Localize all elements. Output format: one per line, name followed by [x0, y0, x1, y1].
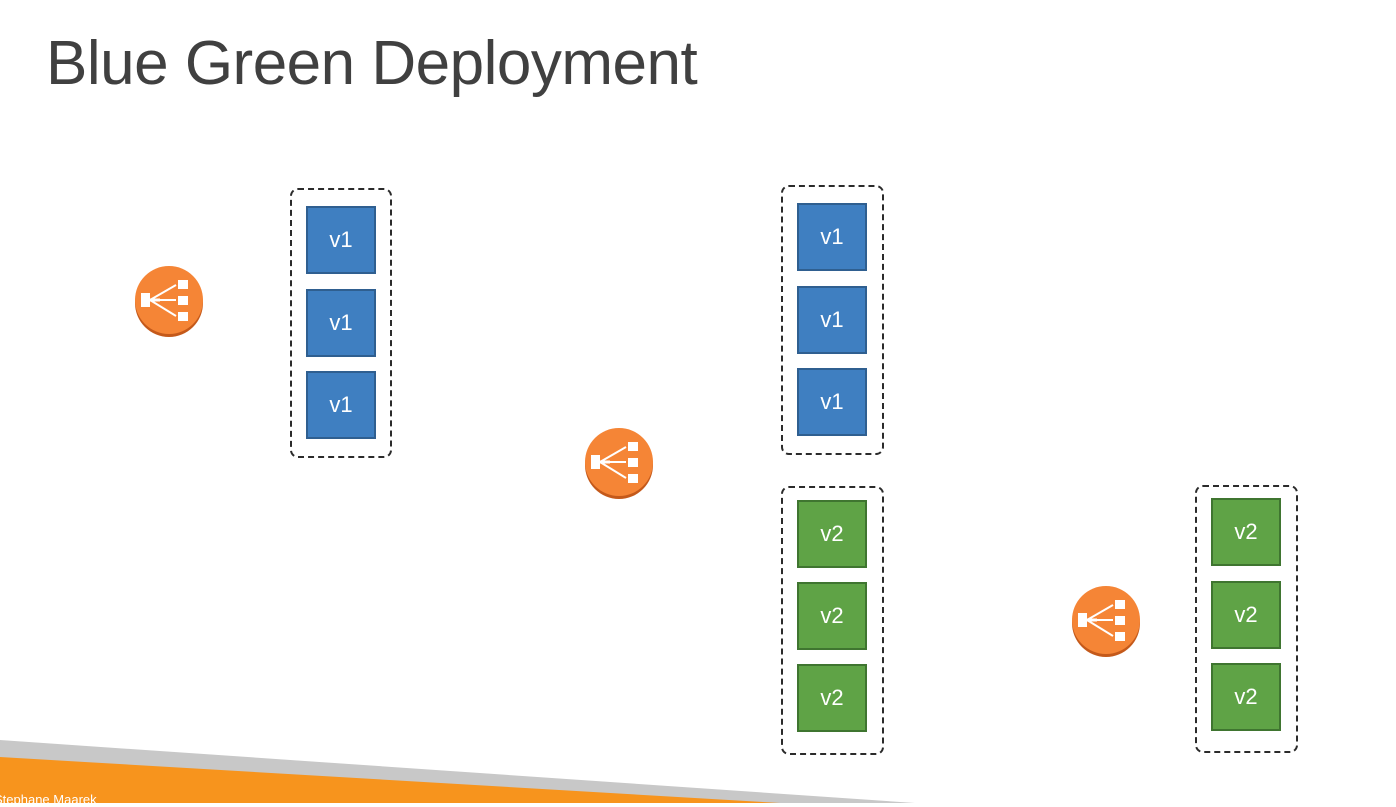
load-balancer-icon — [135, 266, 203, 337]
instance-box: v1 — [306, 371, 376, 439]
instance-box: v2 — [1211, 663, 1281, 731]
instance-box: v1 — [306, 289, 376, 357]
instance-box: v1 — [797, 286, 867, 354]
load-balancer-icon — [585, 428, 653, 499]
footer-author: Stephane Maarek — [0, 792, 97, 807]
instance-box: v2 — [1211, 581, 1281, 649]
instance-group-v1: v1 v1 v1 — [781, 185, 884, 455]
instance-group-v1: v1 v1 v1 — [290, 188, 392, 458]
instance-box: v1 — [797, 368, 867, 436]
load-balancer-icon — [1072, 586, 1140, 657]
slide-title: Blue Green Deployment — [46, 29, 698, 98]
instance-box: v1 — [306, 206, 376, 274]
instance-group-v2: v2 v2 v2 — [781, 486, 884, 755]
instance-box: v2 — [797, 582, 867, 650]
instance-box: v2 — [797, 500, 867, 568]
instance-box: v2 — [797, 664, 867, 732]
instance-group-v2: v2 v2 v2 — [1195, 485, 1298, 753]
instance-box: v2 — [1211, 498, 1281, 566]
instance-box: v1 — [797, 203, 867, 271]
